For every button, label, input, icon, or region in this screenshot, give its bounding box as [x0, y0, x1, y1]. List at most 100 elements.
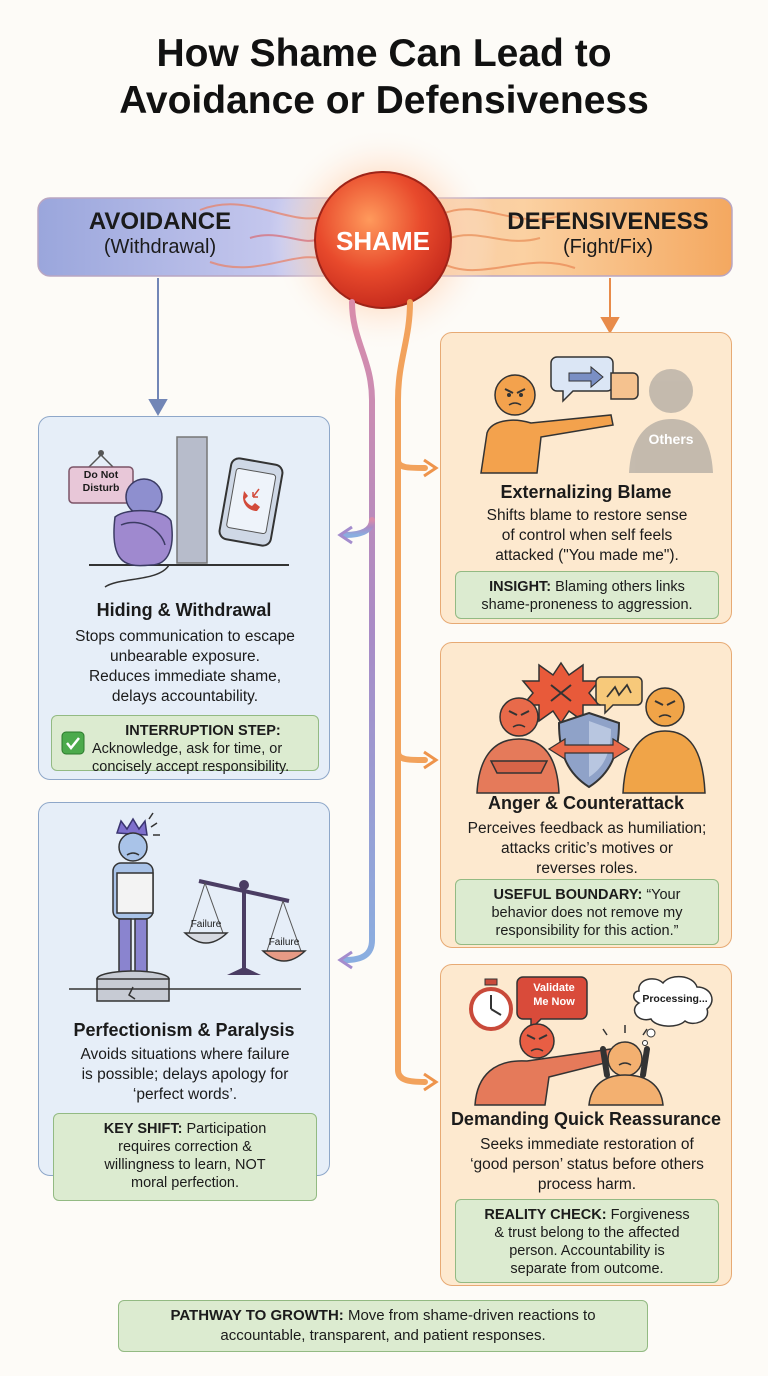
angry-person-icon: [480, 374, 614, 474]
bubble-line: Me Now: [533, 996, 575, 1008]
note-line: person. Accountability is: [509, 1243, 665, 1259]
wall-icon: [176, 436, 208, 564]
text-line: delays accountability.: [111, 688, 259, 705]
reality-check-note: REALITY CHECK: Forgiveness & trust belon…: [455, 1199, 719, 1283]
insight-note: INSIGHT: Blaming others links shame-pron…: [455, 571, 719, 619]
avoidance-sub: (Withdrawal): [103, 236, 217, 258]
huddled-person-icon: [113, 478, 173, 567]
note-line: separate from outcome.: [510, 1261, 664, 1277]
demanding-person-icon: [474, 1023, 614, 1106]
angry-person-right-icon: [622, 687, 706, 794]
angry-person-left-icon: [476, 697, 560, 794]
card-description: Shifts blame to restore sense of control…: [449, 506, 725, 566]
double-arrow-icon: [547, 737, 631, 761]
card-description: Avoids situations where failure is possi…: [47, 1045, 323, 1105]
page-title: How Shame Can Lead to Avoidance or Defen…: [0, 30, 768, 124]
reassurance-illustration: [469, 975, 713, 1106]
pathway-label: PATHWAY TO GROWTH:: [170, 1307, 344, 1324]
text-line: of control when self feels: [501, 527, 673, 544]
text-line: Stops communication to escape: [75, 628, 295, 645]
note-line: behavior does not remove my: [491, 905, 683, 921]
hiding-illustration: [68, 436, 289, 588]
avoidance-header: AVOIDANCE (Withdrawal): [55, 208, 265, 259]
text-line: ‘good person’ status before others: [470, 1156, 704, 1173]
defensiveness-sub: (Fight/Fix): [563, 236, 653, 258]
title-line-2: Avoidance or Defensiveness: [119, 79, 649, 122]
validate-bubble-text: Validate Me Now: [521, 981, 587, 1009]
others-label: Others: [648, 431, 694, 447]
blurred-other-person-icon: [629, 369, 713, 473]
text-line: is possible; delays apology for: [81, 1066, 289, 1083]
blame-illustration: [480, 356, 713, 474]
text-line: process harm.: [537, 1176, 637, 1193]
note-line: & trust belong to the affected: [494, 1225, 680, 1241]
card-title: Externalizing Blame: [500, 482, 672, 502]
sign-line-1: Do Not: [83, 469, 119, 481]
card-description: Seeks immediate restoration of ‘good per…: [445, 1135, 729, 1195]
sign-line-2: Disturb: [82, 482, 120, 494]
text-line: Perceives feedback as humiliation;: [467, 820, 707, 837]
avoidance-flow-line: [342, 299, 375, 963]
defensiveness-flow-arrowheads: [423, 458, 439, 1092]
anger-illustration: [476, 661, 706, 794]
note-line: Participation: [182, 1121, 267, 1137]
note-line: willingness to learn, NOT: [104, 1157, 266, 1173]
card-anger-counterattack: Anger & Counterattack Perceives feedback…: [440, 642, 732, 948]
pathway-line-2: accountable, transparent, and patient re…: [220, 1327, 546, 1344]
note-line: Acknowledge, ask for time, or: [92, 741, 283, 757]
scale-icon: [183, 879, 307, 975]
text-line: Seeks immediate restoration of: [480, 1136, 694, 1153]
do-not-disturb-text: Do Not Disturb: [69, 469, 133, 495]
card-hiding-withdrawal: Do Not Disturb Hiding & Withdrawal Stops…: [38, 416, 330, 780]
pathway-line-1: Move from shame-driven reactions to: [343, 1307, 596, 1324]
defensiveness-flow-line: [395, 299, 428, 1085]
card-title: Hiding & Withdrawal: [96, 600, 272, 620]
note-label: KEY SHIFT:: [103, 1121, 183, 1137]
text-line: Shifts blame to restore sense: [486, 507, 688, 524]
defensiveness-header: DEFENSIVENESS (Fight/Fix): [493, 208, 723, 259]
processing-bubble-text: Processing...: [642, 993, 708, 1005]
card-externalizing-blame: Others Externalizing Blame Shifts blame …: [440, 332, 732, 624]
avoidance-arrow: [148, 278, 168, 417]
text-line: attacks critic’s motives or: [501, 840, 673, 857]
card-demanding-reassurance: Validate Me Now Processing... Demanding …: [440, 964, 732, 1286]
defensiveness-label: DEFENSIVENESS: [507, 208, 709, 235]
card-title: Anger & Counterattack: [487, 793, 685, 813]
phone-icon: [218, 457, 284, 547]
note-line: responsibility for this action.”: [495, 923, 679, 939]
avoidance-label: AVOIDANCE: [88, 208, 232, 235]
avoidance-flow-arrowheads: [337, 525, 353, 970]
useful-boundary-note: USEFUL BOUNDARY: “Your behavior does not…: [455, 879, 719, 945]
shame-label: SHAME: [336, 226, 430, 256]
scale-label-left: Failure: [190, 919, 222, 930]
thought-cloud-icon: [633, 975, 713, 1027]
note-line: Forgiveness: [606, 1207, 690, 1223]
card-perfectionism-paralysis: Failure Failure Perfectionism & Paralysi…: [38, 802, 330, 1201]
card-description: Perceives feedback as humiliation; attac…: [445, 819, 729, 879]
card-title: Perfectionism & Paralysis: [73, 1020, 295, 1040]
perfectionism-illustration: [69, 812, 307, 1002]
note-line: concisely accept responsibility.: [92, 759, 290, 775]
note-label: REALITY CHECK:: [484, 1207, 607, 1223]
title-line-1: How Shame Can Lead to: [156, 32, 612, 75]
interruption-step-note: INTERRUPTION STEP: Acknowledge, ask for …: [51, 715, 319, 775]
card-description: Stops communication to escape unbearable…: [47, 627, 323, 707]
key-shift-note: KEY SHIFT: Participation requires correc…: [53, 1113, 317, 1201]
text-line: ‘perfect words’.: [132, 1086, 238, 1103]
text-line: reverses roles.: [536, 860, 638, 877]
note-label: USEFUL BOUNDARY:: [493, 887, 643, 903]
scale-label-right: Failure: [268, 937, 300, 948]
crown-icon: [115, 817, 148, 836]
shame-circle: [314, 171, 452, 309]
note-line: Blaming others links: [551, 579, 685, 595]
note-line: moral perfection.: [131, 1175, 239, 1191]
note-line: requires correction &: [118, 1139, 252, 1155]
defensiveness-arrow: [600, 278, 620, 335]
text-line: attacked ("You made me").: [495, 547, 679, 564]
pathway-to-growth: PATHWAY TO GROWTH: Move from shame-drive…: [118, 1300, 648, 1352]
note-line: “Your: [642, 887, 681, 903]
text-line: Avoids situations where failure: [80, 1046, 290, 1063]
note-label: INTERRUPTION STEP:: [125, 723, 281, 739]
